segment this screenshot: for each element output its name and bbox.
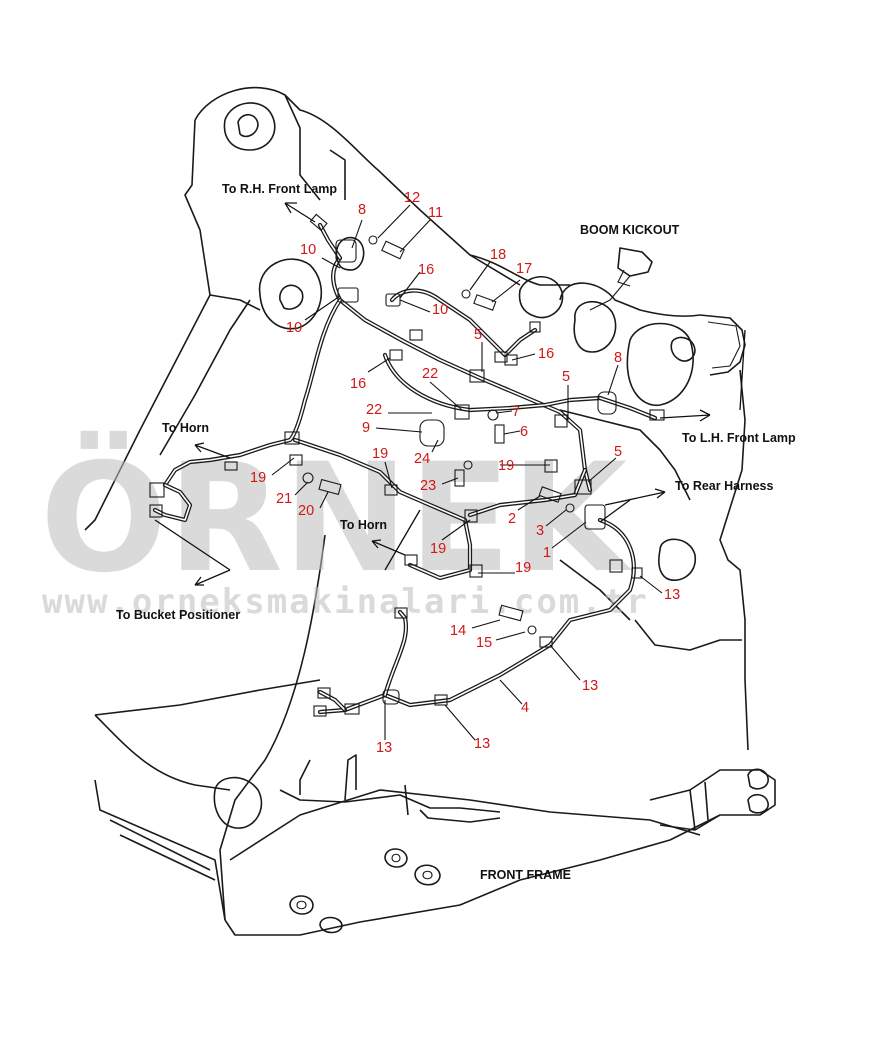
watermark-brand: ÖRNEK bbox=[40, 430, 632, 606]
callout-13: 13 bbox=[376, 740, 392, 756]
callout-2: 2 bbox=[508, 511, 516, 527]
label-lh-front-lamp: To L.H. Front Lamp bbox=[682, 431, 796, 445]
callout-22: 22 bbox=[422, 366, 438, 382]
callout-4: 4 bbox=[521, 700, 529, 716]
callout-19: 19 bbox=[430, 541, 446, 557]
callout-15: 15 bbox=[476, 635, 492, 651]
boom-kickout-switch bbox=[589, 247, 653, 311]
callout-20: 20 bbox=[298, 503, 314, 519]
callout-13: 13 bbox=[474, 736, 490, 752]
callout-8: 8 bbox=[358, 202, 366, 218]
callout-19: 19 bbox=[372, 446, 388, 462]
callout-5: 5 bbox=[474, 327, 482, 343]
callout-18: 18 bbox=[490, 247, 506, 263]
label-to-rear-harness: To Rear Harness bbox=[675, 479, 773, 493]
callout-7: 7 bbox=[512, 404, 520, 420]
callout-13: 13 bbox=[664, 587, 680, 603]
callout-10: 10 bbox=[432, 302, 448, 318]
label-to-bucket-positioner: To Bucket Positioner bbox=[116, 608, 240, 622]
callout-6: 6 bbox=[520, 424, 528, 440]
callout-19: 19 bbox=[250, 470, 266, 486]
callout-11: 11 bbox=[428, 205, 443, 221]
callout-12: 12 bbox=[404, 190, 420, 206]
wiring-harness bbox=[149, 213, 665, 717]
direction-arrows bbox=[154, 202, 746, 586]
callout-14: 14 bbox=[450, 623, 466, 639]
label-front-frame: FRONT FRAME bbox=[480, 868, 571, 882]
callout-numbers: 12 11 8 10 16 18 17 10 10 5 16 8 16 22 5… bbox=[250, 190, 680, 756]
callout-8: 8 bbox=[614, 350, 622, 366]
callout-leaders bbox=[271, 204, 663, 741]
callout-17: 17 bbox=[516, 261, 532, 277]
callout-24: 24 bbox=[414, 451, 430, 467]
watermark: ÖRNEK www.orneksmakinalari.com.tr bbox=[40, 430, 649, 622]
callout-13: 13 bbox=[582, 678, 598, 694]
label-boom-kickout: BOOM KICKOUT bbox=[580, 223, 680, 237]
callout-16: 16 bbox=[350, 376, 366, 392]
front-frame-structure bbox=[84, 86, 776, 936]
callout-10: 10 bbox=[300, 242, 316, 258]
callout-16: 16 bbox=[418, 262, 434, 278]
callout-22: 22 bbox=[366, 402, 382, 418]
callout-16: 16 bbox=[538, 346, 554, 362]
callout-3: 3 bbox=[536, 523, 544, 539]
watermark-url: www.orneksmakinalari.com.tr bbox=[42, 582, 649, 622]
label-rh-front-lamp: To R.H. Front Lamp bbox=[222, 182, 337, 196]
label-to-horn-top: To Horn bbox=[162, 421, 209, 435]
callout-1: 1 bbox=[543, 545, 551, 561]
callout-21: 21 bbox=[276, 491, 292, 507]
label-to-horn-middle: To Horn bbox=[340, 518, 387, 532]
callout-5: 5 bbox=[562, 369, 570, 385]
callout-9: 9 bbox=[362, 420, 370, 436]
callout-19: 19 bbox=[498, 458, 514, 474]
callout-23: 23 bbox=[420, 478, 436, 494]
diagram-labels: To R.H. Front Lamp BOOM KICKOUT To L.H. … bbox=[116, 182, 796, 882]
callout-5: 5 bbox=[614, 444, 622, 460]
callout-10: 10 bbox=[286, 320, 302, 336]
callout-19: 19 bbox=[515, 560, 531, 576]
